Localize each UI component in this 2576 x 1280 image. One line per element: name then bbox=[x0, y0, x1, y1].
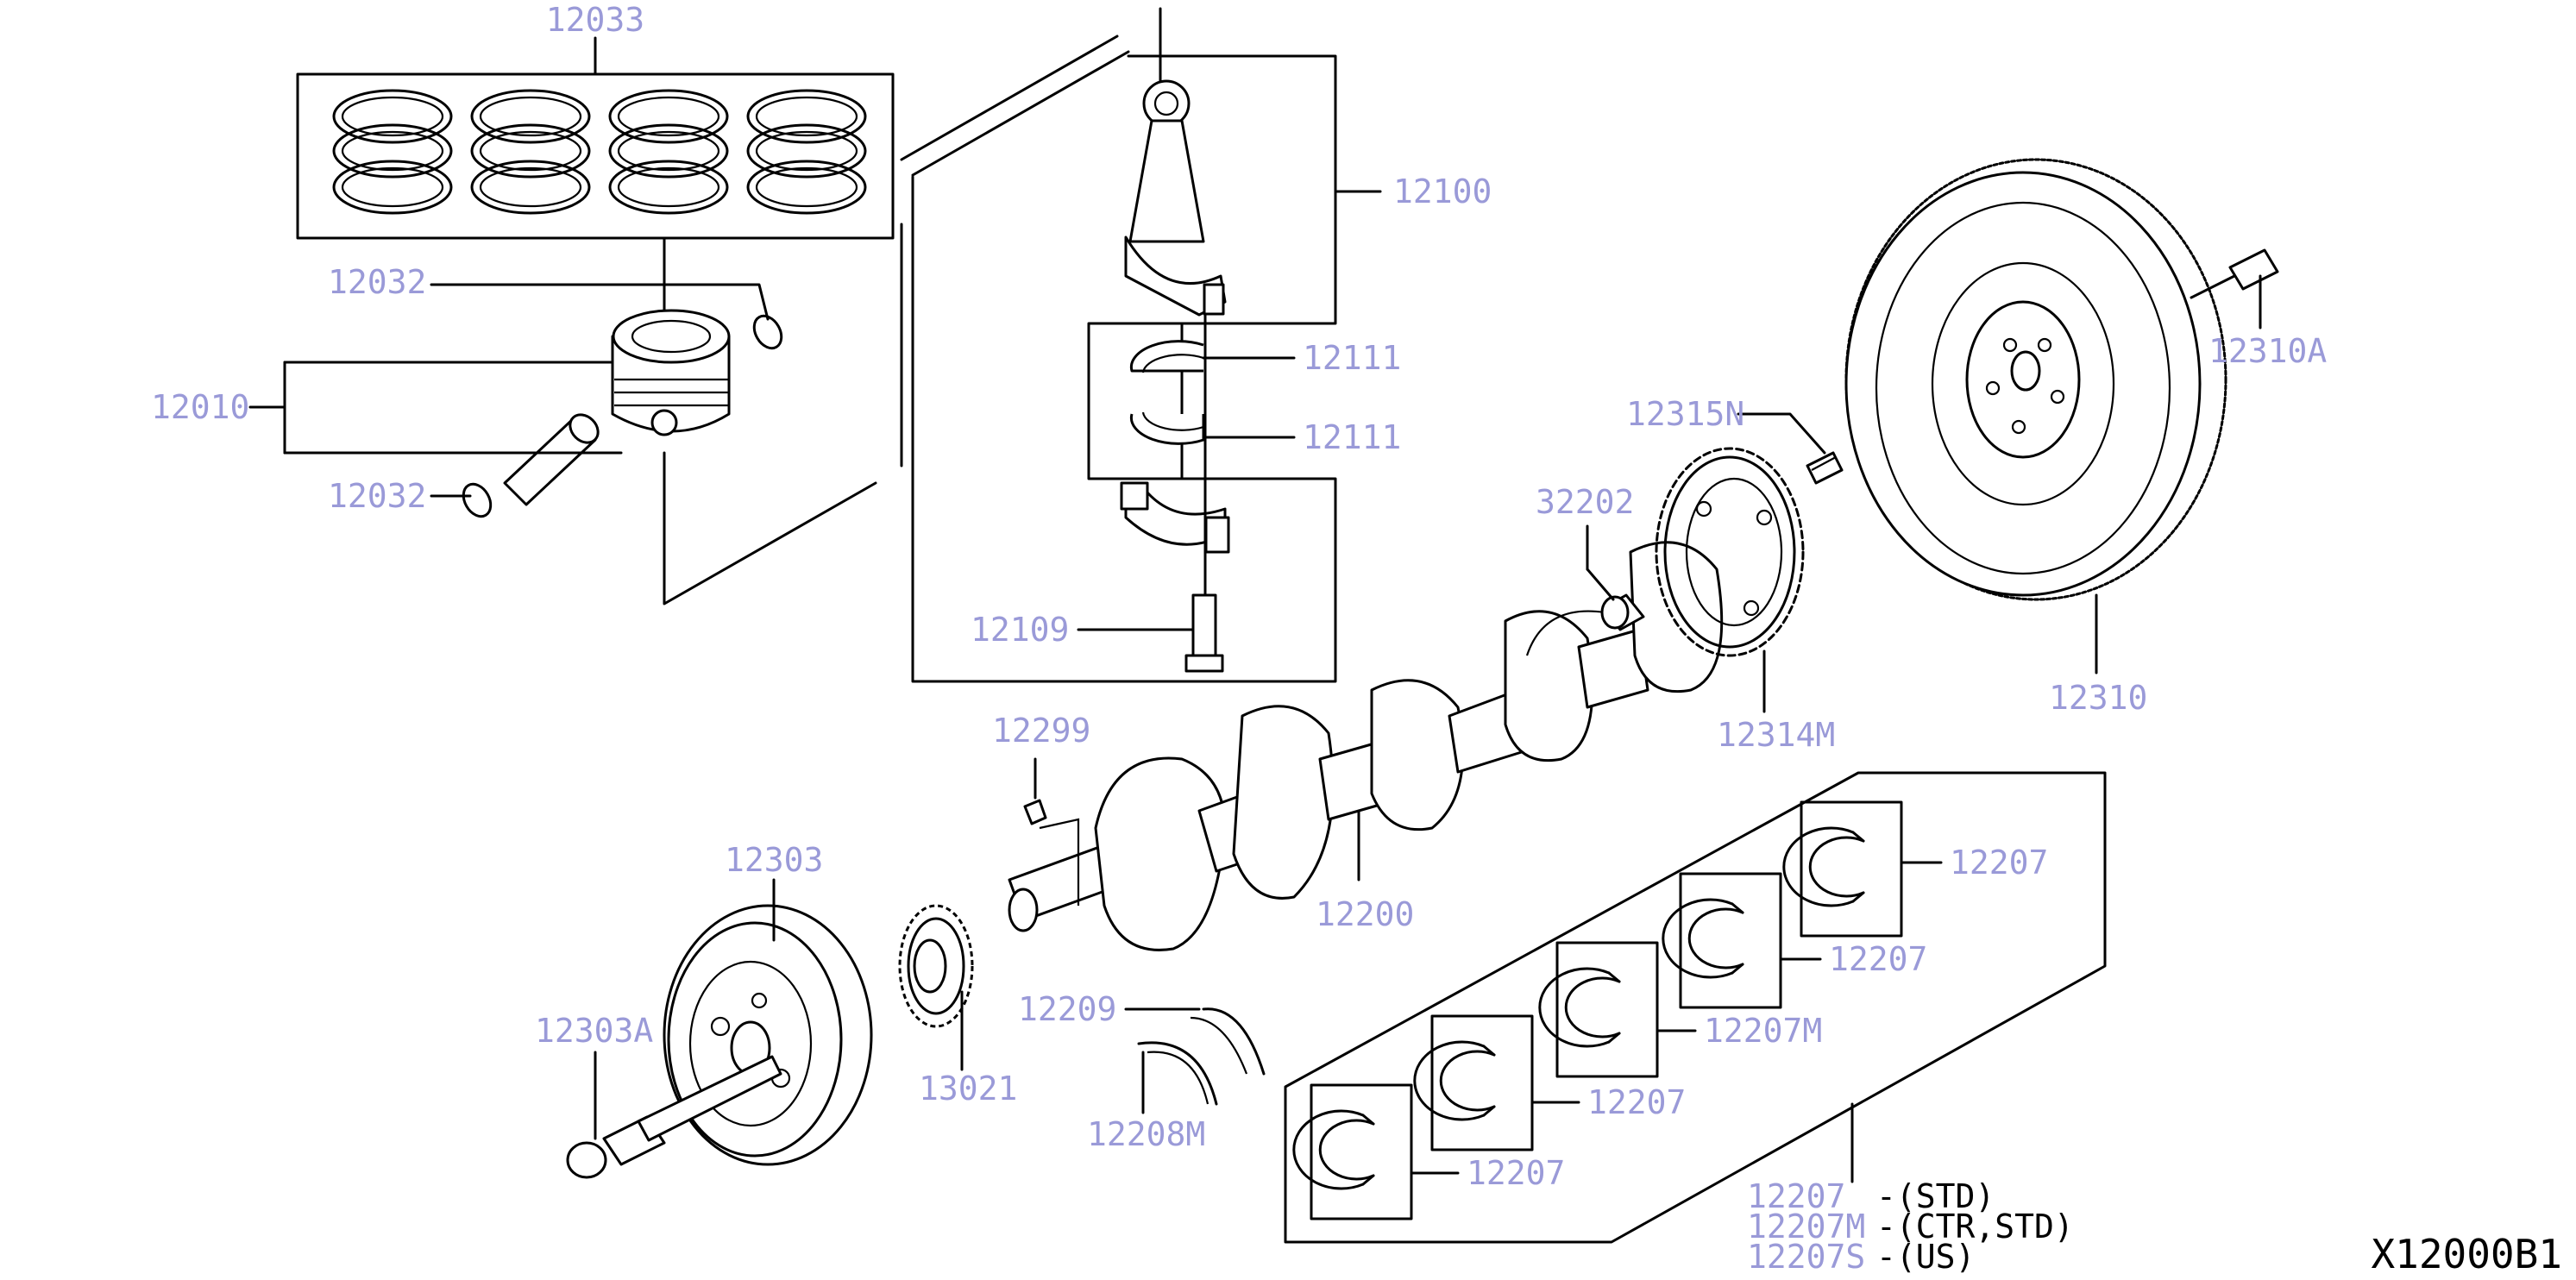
callout-12010: 12010 bbox=[151, 388, 249, 426]
main-bearing-4[interactable] bbox=[1662, 872, 1782, 1009]
callout-12310A: 12310A bbox=[2208, 332, 2327, 370]
thrust-washer-lower[interactable] bbox=[1137, 1041, 1218, 1106]
connecting-rod-bolt[interactable] bbox=[1184, 593, 1224, 673]
callout-12314M: 12314M bbox=[1717, 716, 1835, 754]
snap-ring-top[interactable] bbox=[749, 311, 787, 354]
thrust-washer-upper[interactable] bbox=[1202, 1007, 1266, 1076]
main-bearing-2[interactable] bbox=[1413, 1014, 1534, 1151]
rod-bearing-upper[interactable] bbox=[1129, 340, 1204, 373]
flywheel-bolt[interactable] bbox=[2190, 248, 2279, 299]
callout-12207-2: 12207 bbox=[1587, 1083, 1686, 1121]
legend-note-2: -(CTR,STD) bbox=[1876, 1208, 2074, 1245]
snap-ring-bottom[interactable] bbox=[458, 480, 496, 522]
callout-12208M: 12208M bbox=[1087, 1115, 1205, 1153]
legend-part-1: 12207 bbox=[1747, 1177, 1845, 1215]
signal-plate[interactable] bbox=[1655, 447, 1805, 657]
crankshaft-pulley-bolt[interactable] bbox=[566, 1055, 782, 1179]
legend-part-3: 12207S bbox=[1747, 1238, 1865, 1276]
piston-ring-set[interactable] bbox=[296, 72, 895, 240]
crankshaft[interactable] bbox=[1008, 541, 1724, 951]
callout-12310: 12310 bbox=[2049, 679, 2147, 717]
callout-12032-bottom: 12032 bbox=[328, 477, 426, 515]
callout-12033: 12033 bbox=[546, 1, 644, 39]
connecting-rod[interactable] bbox=[1124, 79, 1227, 317]
callout-12207-1: 12207 bbox=[1467, 1154, 1565, 1192]
crankshaft-sprocket[interactable] bbox=[898, 904, 974, 1028]
callout-12315N: 12315N bbox=[1626, 395, 1744, 433]
callout-32202: 32202 bbox=[1536, 483, 1634, 521]
legend-note-3: -(US) bbox=[1876, 1238, 1975, 1276]
connecting-rod-cap[interactable] bbox=[1120, 481, 1230, 554]
piston-pin[interactable] bbox=[503, 409, 604, 506]
main-bearing-frame bbox=[1284, 771, 2107, 1244]
main-bearing-center[interactable] bbox=[1538, 941, 1659, 1078]
callout-12111-b: 12111 bbox=[1303, 418, 1401, 456]
diagram-code: X12000B1 bbox=[2371, 1231, 2562, 1277]
callout-12207-3: 12207 bbox=[1829, 940, 1927, 978]
legend-note-1: -(STD) bbox=[1876, 1177, 1995, 1215]
legend-part-2: 12207M bbox=[1747, 1208, 1865, 1245]
callout-12109: 12109 bbox=[971, 611, 1069, 649]
crankshaft-pulley[interactable] bbox=[663, 904, 873, 1166]
main-bearing-5[interactable] bbox=[1782, 800, 1903, 938]
callout-12200: 12200 bbox=[1316, 895, 1414, 933]
callout-12303: 12303 bbox=[725, 841, 823, 879]
bearing-legend: 12207 -(STD) 12207M -(CTR,STD) 12207S -(… bbox=[1747, 1177, 2074, 1276]
rod-bearing-lower[interactable] bbox=[1129, 411, 1205, 445]
callout-12100: 12100 bbox=[1393, 173, 1492, 210]
flywheel[interactable] bbox=[1844, 158, 2227, 601]
signal-plate-bolt[interactable] bbox=[1806, 451, 1844, 485]
main-bearing-1[interactable] bbox=[1292, 1083, 1413, 1220]
callout-13021: 13021 bbox=[919, 1070, 1017, 1107]
pilot-bushing[interactable] bbox=[1600, 593, 1645, 631]
callout-12207M: 12207M bbox=[1704, 1012, 1822, 1050]
piston[interactable] bbox=[611, 309, 731, 436]
callout-12032-top: 12032 bbox=[328, 263, 426, 301]
callout-12207-4: 12207 bbox=[1950, 844, 2048, 882]
callout-12303A: 12303A bbox=[535, 1012, 653, 1050]
woodruff-key[interactable] bbox=[1023, 799, 1047, 825]
callout-12111-a: 12111 bbox=[1303, 339, 1401, 377]
callout-12209: 12209 bbox=[1018, 990, 1116, 1028]
callout-12299: 12299 bbox=[992, 712, 1090, 750]
